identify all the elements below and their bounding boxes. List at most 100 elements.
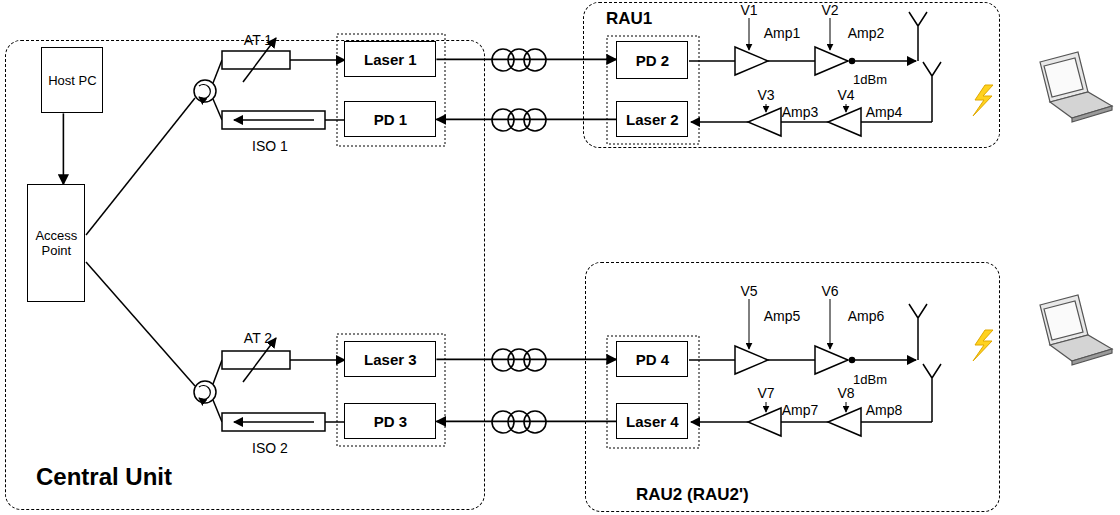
antenna-symbol [923,364,941,422]
fiber-coil [492,49,546,433]
amplifier-label: Amp8 [866,402,903,418]
rf-wire [689,60,735,62]
bias-arrow [830,18,831,50]
photodiode-box: PD 1 [344,101,436,137]
amplifier-label: Amp1 [764,25,801,41]
box-label: Laser 1 [364,51,417,68]
amplifier-symbol [748,408,781,436]
isolator-label: ISO 1 [252,138,288,154]
antenna-symbol [909,304,927,360]
amplifier-symbol [735,346,768,374]
laptop-icon [1040,295,1112,365]
amplifier-label: Amp2 [848,25,885,41]
laptop-icon [1040,52,1112,122]
remote-unit-group: RAU2 (RAU2') PD 4 Laser 4 [585,262,1000,512]
amplifier-symbol [828,408,861,436]
antenna-symbol [923,62,941,122]
amplifier-symbol [815,346,848,374]
laser-box: Laser 2 [616,101,688,137]
bias-arrow [846,104,847,112]
rf-wire [861,421,932,423]
rf-wire [213,400,222,422]
box-label: Laser 4 [626,413,679,430]
amplifier-label: Amp4 [866,104,903,120]
amplifier-symbol [828,108,861,136]
rf-wire [325,119,345,121]
amplifier-label: Amp7 [782,402,819,418]
module-outline [607,336,699,448]
box-label: Host PC [48,73,96,88]
bias-voltage-label: V3 [757,87,774,103]
antenna-symbol [909,12,927,61]
bias-voltage-label: V8 [837,385,854,401]
power-level-label: 1dBm [853,72,887,88]
box-label: PD 3 [374,413,407,430]
optical-fiber-link [436,59,616,61]
attenuator-label: AT 1 [244,32,272,48]
module-outline [607,36,699,144]
photodiode-box: PD 4 [616,341,688,377]
module-outline [337,34,445,146]
access-point-box: Access Point [27,184,85,302]
amplifier-symbol [748,108,781,136]
attenuator-label: AT 2 [244,330,272,346]
rf-wire [781,421,828,423]
bias-arrow [749,18,750,50]
control-link [63,113,65,184]
rf-wire [325,421,345,423]
rf-wire [861,121,932,123]
bias-voltage-label: V6 [821,283,838,299]
isolator-label: ISO 2 [252,440,288,456]
amplifier-symbol [735,47,768,75]
wireless-bolt [973,85,993,116]
attenuator-symbol [222,38,290,382]
laser-box: Laser 1 [344,41,436,77]
bias-arrow [846,402,847,412]
rf-wire [213,60,222,83]
amplifier-label: Amp5 [764,308,801,324]
module-outline [337,334,445,446]
central-unit-group: Central Unit Host PC Access Point Laser 1 PD… [5,40,485,510]
rf-wire [768,60,815,62]
group-heading: RAU1 [606,9,652,29]
rf-wire [852,60,916,62]
rf-wire [691,121,748,123]
box-label: Laser 3 [364,351,417,368]
bias-voltage-label: V1 [740,2,757,18]
amplifier-label: Amp3 [782,104,819,120]
rf-wire [852,359,916,361]
bias-voltage-label: V2 [821,2,838,18]
rf-wire [689,359,735,361]
bias-arrow [830,299,831,349]
bias-voltage-label: V7 [757,385,774,401]
rf-wire [768,359,815,361]
rf-wire [86,262,195,386]
circulator-symbol [194,80,216,403]
bias-arrow [766,402,767,412]
optical-fiber-link [436,421,616,423]
power-level-label: 1dBm [853,372,887,388]
bias-arrow [766,104,767,112]
group-heading: RAU2 (RAU2') [636,485,749,505]
isolator-symbol [222,111,325,431]
group-heading: Central Unit [36,463,172,491]
rf-wire [290,359,345,361]
host-pc-box: Host PC [41,47,103,113]
optical-fiber-link [436,119,616,121]
bias-arrow [749,299,750,349]
rf-wire [86,98,195,235]
laser-box: Laser 4 [616,403,688,439]
remote-unit-group: RAU1 PD 2 Laser 2 [583,2,1000,148]
rf-wire [781,121,828,123]
photodiode-box: PD 3 [344,403,436,439]
optical-fiber-link [436,359,616,361]
rf-wire [213,360,222,384]
rf-wire [290,59,345,61]
amplifier-label: Amp6 [848,308,885,324]
box-label: Laser 2 [626,111,679,128]
bias-voltage-label: V5 [740,283,757,299]
box-label: PD 2 [636,52,669,69]
rf-wire [213,99,222,120]
